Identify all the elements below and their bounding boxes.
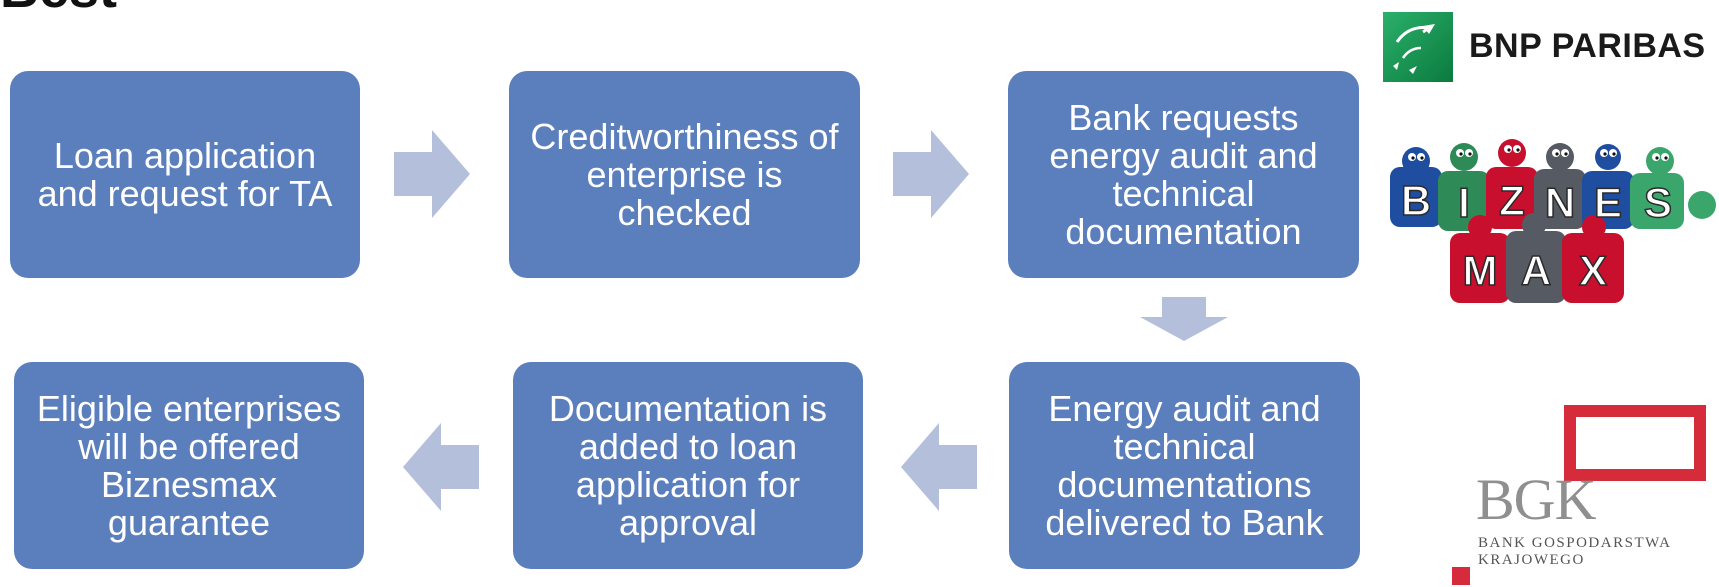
step-loan-application-label: Loan application and request for TA	[37, 134, 333, 214]
step-eligible-enterprises-label: Eligible enterprises will be offered Biz…	[36, 387, 342, 543]
bnp-paribas-wordmark: BNP PARIBAS	[1469, 27, 1706, 65]
bgk-subtitle: BANK GOSPODARSTWA KRAJOWEGO	[1478, 535, 1672, 568]
biznesmax-letter: I	[1458, 179, 1470, 226]
biznesmax-logo-icon: B I Z N E S M A X	[1390, 139, 1716, 303]
step-creditworthiness: Creditworthiness of enterprise is checke…	[509, 71, 860, 278]
bnp-paribas-logo-icon	[1383, 12, 1453, 82]
step-documentation-added: Documentation is added to loan applicati…	[513, 362, 863, 569]
biznesmax-letter: E	[1594, 179, 1622, 226]
page-title: Best	[0, 0, 117, 20]
step-documentation-added-label: Documentation is added to loan applicati…	[548, 387, 828, 543]
step-loan-application: Loan application and request for TA	[10, 71, 360, 278]
arrow-left-icon	[901, 423, 977, 511]
biznesmax-letter: A	[1521, 247, 1551, 294]
arrow-left-icon	[403, 423, 479, 511]
bgk-frame-icon	[1564, 405, 1706, 481]
step-eligible-enterprises: Eligible enterprises will be offered Biz…	[14, 362, 364, 569]
biznesmax-letter: M	[1463, 247, 1498, 294]
step-bank-requests-audit-label: Bank requests energy audit and technical…	[1049, 96, 1318, 252]
arrow-right-icon	[394, 130, 470, 218]
biznesmax-letter: Z	[1499, 177, 1525, 224]
step-creditworthiness-label: Creditworthiness of enterprise is checke…	[530, 115, 839, 233]
step-audit-delivered: Energy audit and technical documentation…	[1009, 362, 1360, 569]
arrow-right-icon	[893, 130, 969, 218]
arrow-down-icon	[1140, 297, 1228, 341]
step-audit-delivered-label: Energy audit and technical documentation…	[1045, 387, 1324, 543]
bgk-wordmark: BGK	[1476, 467, 1596, 532]
biznesmax-letter: B	[1401, 177, 1431, 224]
step-bank-requests-audit: Bank requests energy audit and technical…	[1008, 71, 1359, 278]
biznesmax-letter: N	[1545, 179, 1575, 226]
biznesmax-letter: S	[1644, 179, 1672, 226]
biznesmax-letter: X	[1579, 247, 1607, 294]
bgk-square-icon	[1452, 567, 1470, 585]
